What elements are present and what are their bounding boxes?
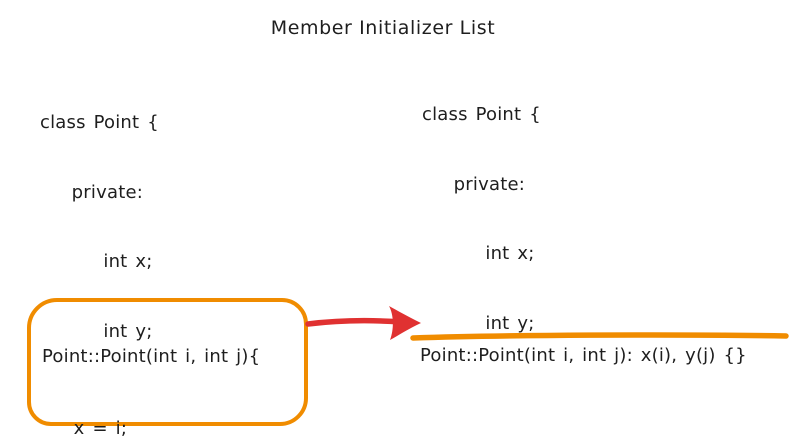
diagram-title: Member Initializer List xyxy=(270,17,496,39)
code-line: private: xyxy=(422,173,525,195)
code-line: int y; xyxy=(40,320,153,342)
left-constructor-definition-code: Point::Point(int i, int j){ x = i; y = j… xyxy=(42,304,260,445)
code-line: x = i; xyxy=(42,418,128,439)
code-line: int x; xyxy=(422,243,535,264)
code-line: Point::Point(int i, int j): x(i), y(j) {… xyxy=(420,345,747,366)
orange-highlight-box xyxy=(27,298,308,426)
initializer-list-code: Point::Point(int i, int j): x(i), y(j) {… xyxy=(420,303,747,408)
code-line: int x; xyxy=(40,251,153,272)
code-line: class Point { xyxy=(40,112,159,133)
right-class-declaration-code: class Point { private: int x; int y; pub… xyxy=(422,62,640,445)
code-line: private: xyxy=(40,181,143,203)
code-line: Point::Point(int i, int j){ xyxy=(42,346,261,367)
red-arrow xyxy=(305,306,421,340)
left-class-declaration-code: class Point { private: int x; int y; pub… xyxy=(40,70,258,445)
code-line: class Point { xyxy=(422,104,541,125)
orange-underline xyxy=(410,332,789,341)
code-line: int y; xyxy=(422,312,535,334)
